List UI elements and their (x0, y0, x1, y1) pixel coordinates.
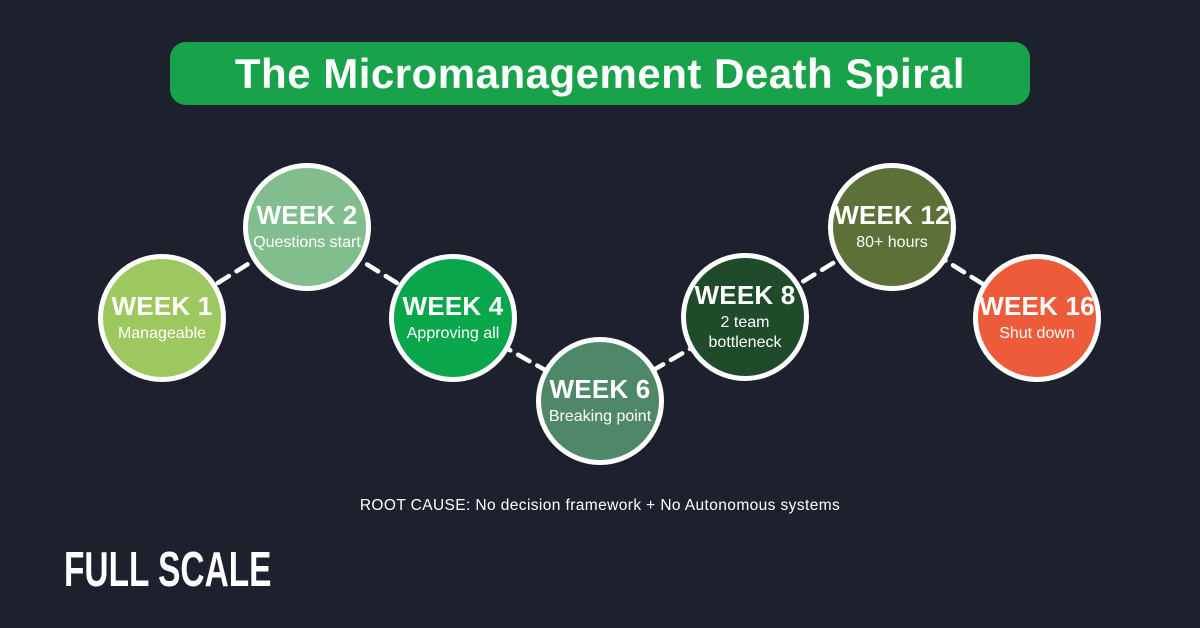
title-banner: The Micromanagement Death Spiral (170, 42, 1030, 105)
week-sublabel: 2 team bottleneck (708, 313, 782, 351)
node-week-4: WEEK 4 Approving all (389, 254, 517, 382)
week-label: WEEK 6 (549, 374, 651, 405)
node-week-12: WEEK 12 80+ hours (828, 163, 956, 291)
week-sublabel: Questions start (253, 233, 361, 251)
node-week-6: WEEK 6 Breaking point (536, 337, 664, 465)
week-label: WEEK 1 (111, 291, 213, 322)
node-week-16: WEEK 16 Shut down (973, 254, 1101, 382)
week-sublabel: Manageable (117, 324, 207, 342)
week-sublabel: Shut down (999, 324, 1075, 342)
week-sublabel: 80+ hours (856, 233, 928, 251)
week-label: WEEK 16 (979, 291, 1095, 322)
week-label: WEEK 8 (694, 280, 796, 311)
root-cause-text: ROOT CAUSE: No decision framework + No A… (359, 497, 841, 514)
week-label: WEEK 4 (402, 291, 504, 322)
node-week-2: WEEK 2 Questions start (243, 163, 371, 291)
node-week-1: WEEK 1 Manageable (98, 254, 226, 382)
week-label: WEEK 12 (834, 200, 950, 231)
page-title: The Micromanagement Death Spiral (234, 49, 966, 97)
week-sublabel: Approving all (406, 324, 500, 342)
week-label: WEEK 2 (256, 200, 358, 231)
week-sublabel: Breaking point (548, 407, 652, 425)
full-scale-logo: FULL SCALE (64, 543, 272, 598)
node-week-8: WEEK 8 2 team bottleneck (681, 253, 809, 381)
